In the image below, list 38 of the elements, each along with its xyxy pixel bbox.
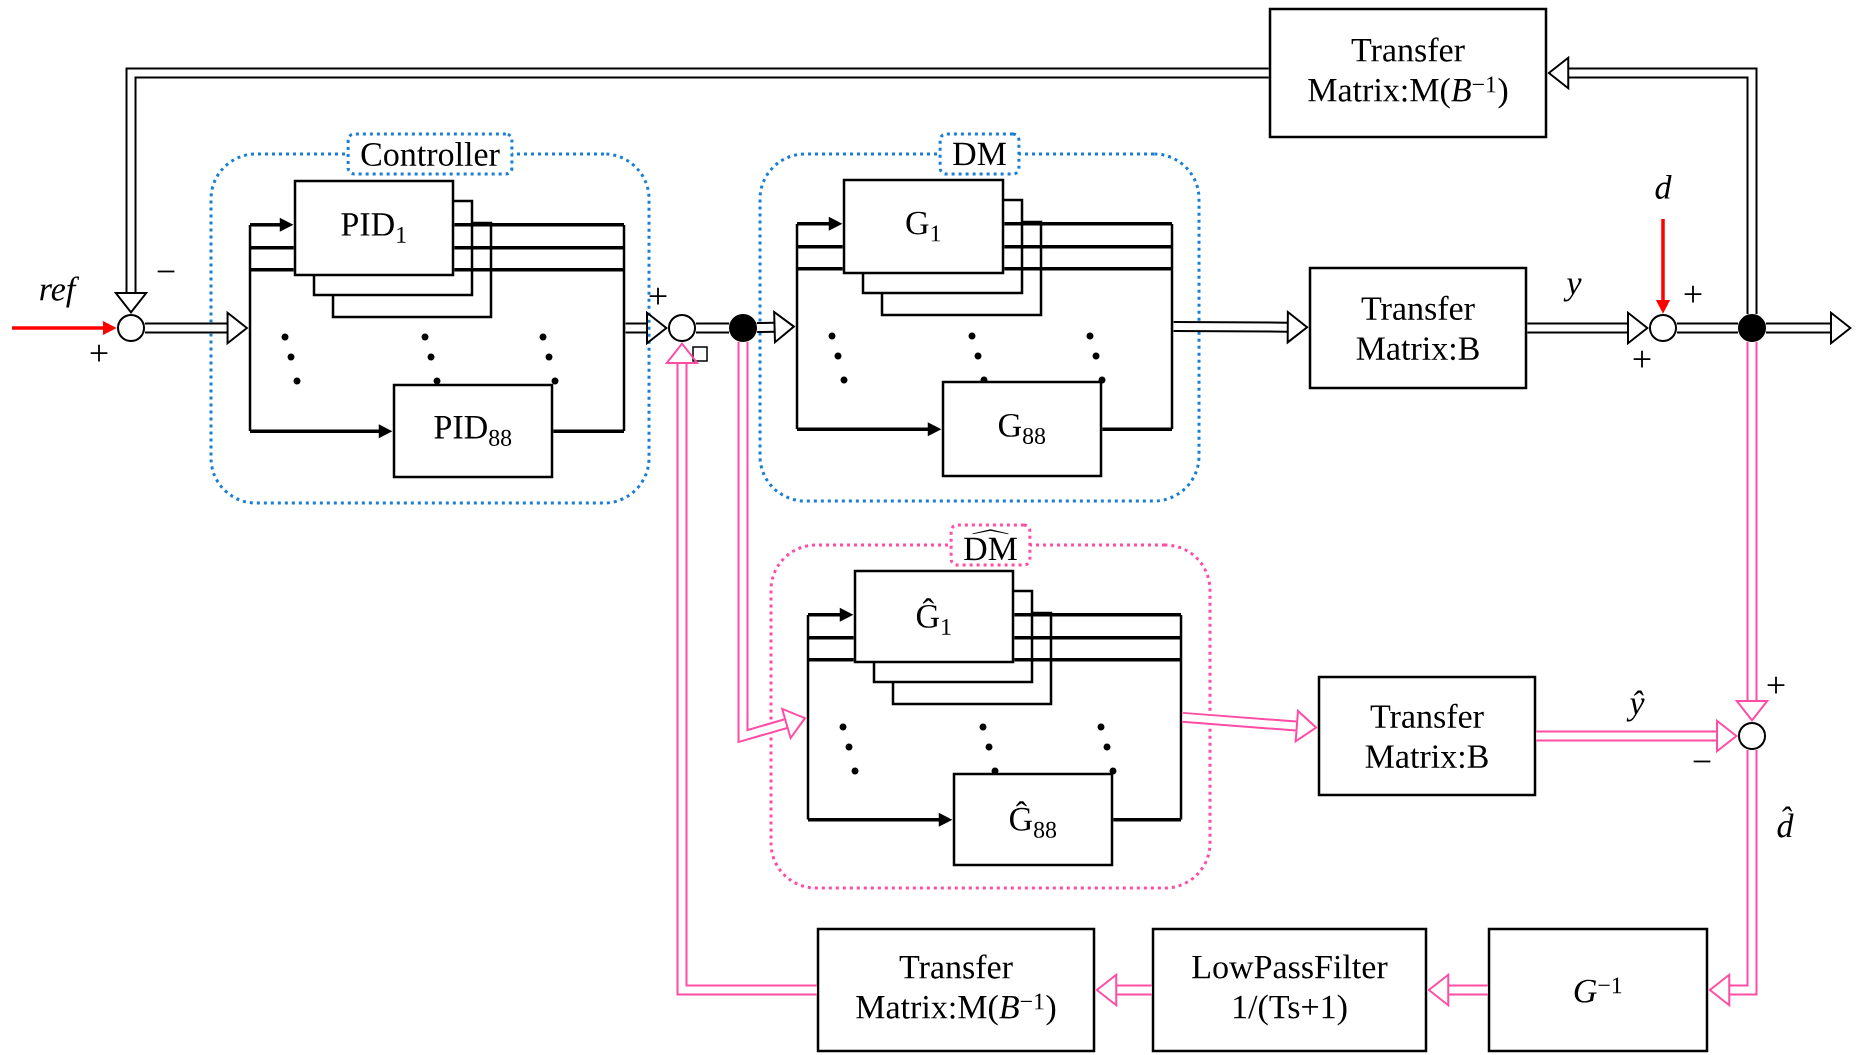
bus-line <box>806 615 810 820</box>
sign-label: + <box>90 344 108 362</box>
edge-label: d̂ <box>1777 806 1794 838</box>
summing-junction <box>668 314 696 342</box>
summing-junction <box>117 314 145 342</box>
sign-label: − <box>1693 760 1711 763</box>
sign-label: + <box>1767 676 1785 694</box>
block-box: G$_{88}$ <box>941 380 1103 478</box>
edge-label: ŷ <box>1626 690 1645 722</box>
arrow <box>1708 750 1758 1008</box>
branch-point <box>1738 314 1766 342</box>
sign-label: + <box>1633 350 1651 368</box>
block-box: LowPassFilter 1/(Ts+1) <box>1151 927 1428 1053</box>
edge-label: y <box>1563 278 1582 302</box>
bus-line <box>622 225 626 431</box>
block-box: Transfer Matrix:M(B$^{−1}$) <box>1268 7 1548 139</box>
summing-junction <box>1649 314 1677 342</box>
block-box: PID$_{88}$ <box>392 383 554 479</box>
block-box: PID$_{1}$ <box>293 179 455 277</box>
arrow <box>664 342 817 996</box>
bus-line <box>248 225 252 431</box>
block-box: Transfer Matrix:M(B$^{−1}$) <box>816 927 1096 1053</box>
edge-label: d <box>1655 175 1672 199</box>
bus-line <box>795 224 799 429</box>
block-box: Transfer Matrix:B <box>1308 266 1528 390</box>
block-box: Transfer Matrix:B <box>1317 675 1537 797</box>
block-box: G$^{−1}$ <box>1487 927 1709 1053</box>
edge-label: ref <box>40 276 80 308</box>
block-box: Ĝ$_{88}$ <box>952 772 1114 867</box>
branch-point <box>729 314 757 342</box>
block-box: G$_{1}$ <box>842 178 1005 275</box>
sign-label: + <box>649 287 667 305</box>
summing-junction <box>1738 722 1766 750</box>
sign-label: + <box>1684 285 1702 303</box>
block-box: Ĝ$_{1}$ <box>853 569 1015 664</box>
sign-label: − <box>157 270 175 273</box>
bus-line <box>1179 615 1183 820</box>
bus-line <box>1170 224 1174 429</box>
